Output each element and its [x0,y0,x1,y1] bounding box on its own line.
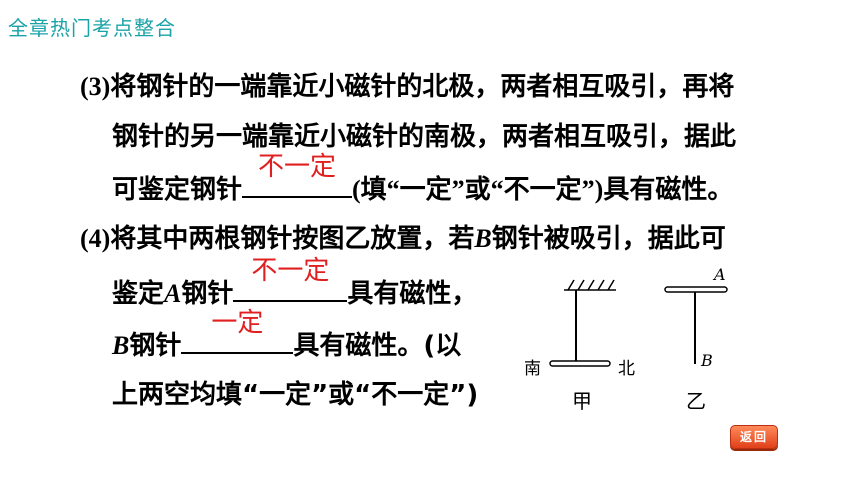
q4-line1-b: 钢针被吸引，据此可 [491,224,726,254]
section-header: 全章热门考点整合 [8,16,176,40]
q4-line2-mid: 钢针 [181,279,234,309]
q3-line-1: (3)将钢针的一端靠近小磁针的北极，两者相互吸引，再将 [80,72,734,102]
label-jia: 甲 [572,389,592,413]
needle-a [664,286,728,293]
ceiling-hatch [564,279,616,291]
label-b: B [700,351,713,370]
q4-answer-a: 不一定 [251,256,330,286]
q4-line-3: B钢针一定具有磁性。(以 [112,308,462,361]
q4-answer-b-blank: 一定 [181,308,294,354]
label-north: 北 [618,359,635,379]
q4-line-4: 上两空均填“一定”或“不一定”) [112,380,479,410]
q4-line2-pre: 鉴定 [112,279,165,309]
back-button[interactable]: 返回 [730,425,778,449]
q4-var-b: B [474,224,492,253]
q4-line3-pre: 钢针 [129,331,182,361]
q4-var-a: A [164,279,182,308]
q4-number: (4) [80,224,111,253]
label-a: A [712,265,726,284]
small-magnet [549,360,611,367]
label-yi: 乙 [686,389,706,413]
q3-line3-post: 具有磁性。 [603,175,734,205]
q3-line-2: 钢针的另一端靠近小磁针的南极，两者相互吸引，据此 [112,122,737,152]
q3-line3-pre: 可鉴定钢针 [112,175,243,205]
q3-number: (3) [80,72,111,101]
q3-line1-text: 将钢针的一端靠近小磁针的北极，两者相互吸引，再将 [110,72,735,102]
q3-answer-blank: 不一定 [242,152,353,198]
label-south: 南 [524,359,541,379]
q4-line3-var: B [112,331,130,360]
magnet-diagram: 南 北 甲 A B 乙 [524,265,728,413]
q4-line-1: (4)将其中两根钢针按图乙放置，若B钢针被吸引，据此可 [80,224,726,254]
q3-answer: 不一定 [258,152,337,182]
q4-line-2: 鉴定A钢针不一定具有磁性， [112,256,478,309]
q4-line2-post: 具有磁性， [347,279,478,309]
q4-line1-a: 将其中两根钢针按图乙放置，若 [110,224,475,254]
q3-line-3: 可鉴定钢针不一定 (填“一定”或“不一定”)具有磁性。 [112,152,734,205]
q4-answer-a-blank: 不一定 [233,256,348,302]
q3-fill-hint: (填“一定”或“不一定”) [352,175,604,204]
q4-line3-post: 具有磁性。(以 [293,331,462,361]
q4-answer-b: 一定 [211,308,264,338]
